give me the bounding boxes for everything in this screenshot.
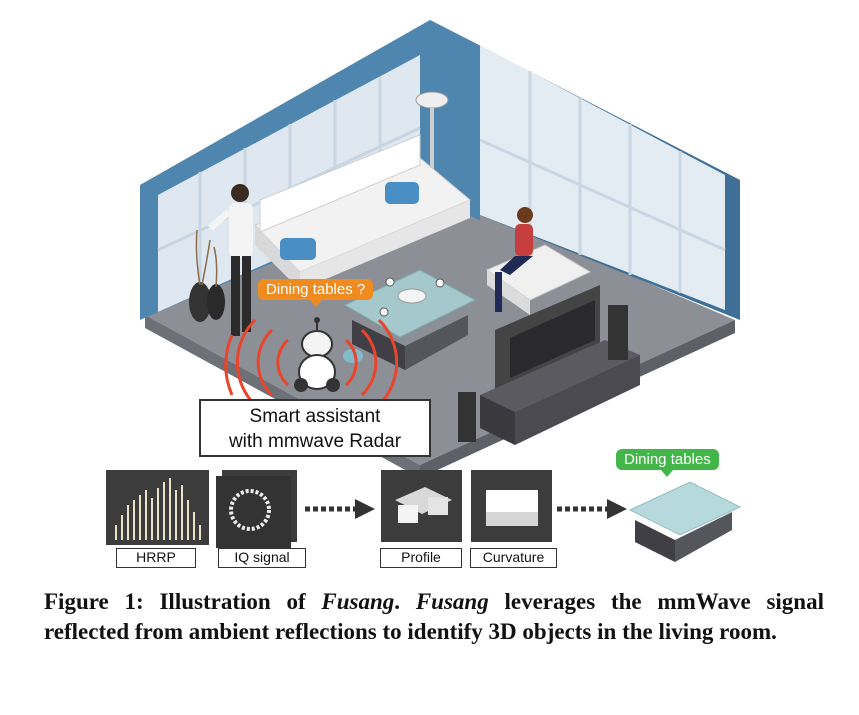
living-room-illustration	[106, 20, 742, 562]
caption-rest: leverages the mmWave signal reflected fr…	[44, 589, 824, 644]
assistant-label-line2: with mmwave Radar	[228, 431, 402, 452]
hrrp-image	[106, 470, 209, 545]
hrrp-label: HRRP	[116, 548, 196, 568]
caption-prefix: Figure 1: Illustration of	[44, 589, 322, 614]
answer-bubble: Dining tables	[616, 449, 719, 477]
figure-caption: Figure 1: Illustration of Fusang. Fusang…	[44, 587, 824, 647]
arrow-2	[557, 499, 627, 519]
caption-sep: .	[394, 589, 416, 614]
assistant-label-box: Smart assistant with mmwave Radar	[199, 399, 431, 457]
iq-signal-image	[216, 470, 297, 548]
right-wall	[430, 20, 740, 320]
radar-waves	[224, 318, 399, 407]
result-table-image	[628, 481, 742, 562]
profile-image	[381, 470, 462, 542]
curvature-image	[471, 470, 552, 542]
profile-label: Profile	[380, 548, 462, 568]
caption-name-2: Fusang	[415, 589, 489, 614]
robot	[294, 317, 363, 392]
left-wall	[140, 20, 430, 320]
arrow-1	[305, 499, 375, 519]
iq-signal-label: IQ signal	[218, 548, 306, 568]
sofa	[254, 134, 471, 290]
sitting-woman	[485, 207, 592, 315]
tv-unit	[458, 285, 640, 445]
vases	[189, 229, 225, 322]
question-bubble: Dining tables ?	[258, 279, 374, 307]
caption-name-1: Fusang	[321, 589, 395, 614]
curvature-label: Curvature	[470, 548, 557, 568]
standing-man	[207, 184, 253, 336]
assistant-label-line1: Smart assistant	[249, 406, 381, 427]
